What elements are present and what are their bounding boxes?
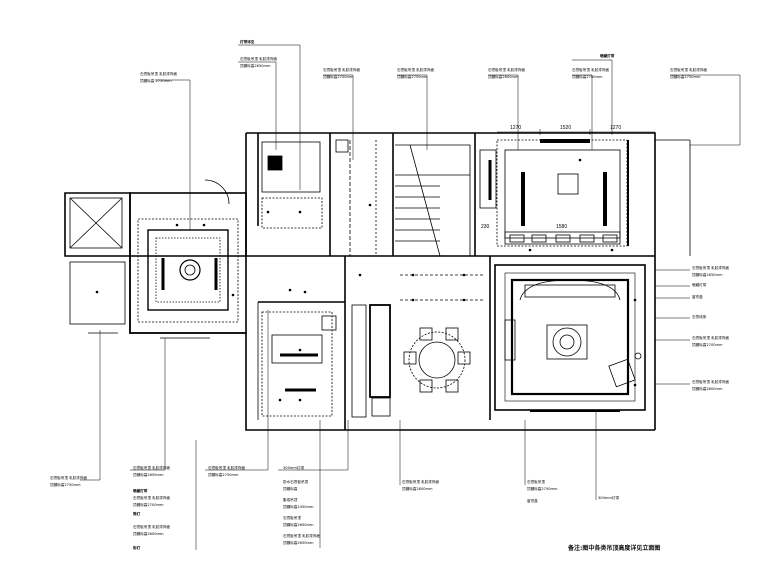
kitchen-dining xyxy=(257,274,485,420)
callout-note: 石膏板吊顶 乳胶漆饰面 xyxy=(572,68,610,72)
exterior-walls xyxy=(64,132,656,431)
dimension-line xyxy=(497,129,655,135)
callout-note: 石膏板吊顶 乳胶漆饰面 xyxy=(323,68,361,72)
callout-note: 石膏板吊顶 乳胶漆饰面 xyxy=(240,57,278,61)
callout-note: 顶棚标高2650mm xyxy=(240,64,271,68)
callout-note: 石膏板吊顶 乳胶漆饰面 xyxy=(670,68,708,72)
callout-note: 灯带详见 xyxy=(240,40,255,44)
upper-right-room xyxy=(496,139,691,256)
callout-note: 石膏板吊顶 xyxy=(283,516,301,520)
callout-note: 石膏板吊顶 乳胶漆饰面 xyxy=(692,336,730,340)
callout-note: 石膏板吊顶 乳胶漆饰面 xyxy=(50,476,88,480)
callout-note: 石膏板吊顶 乳胶漆饰面 xyxy=(692,380,730,384)
callout-note: 防水石膏板吊顶 xyxy=(283,480,309,484)
callout-note: 300mm灯带 xyxy=(283,466,305,470)
callout-note: 顶棚标高2700mm xyxy=(692,343,723,347)
callout-note: 顶棚标高2650mm xyxy=(283,541,314,545)
callout-note: 顶棚标高2650mm xyxy=(692,273,723,277)
callout-note: 石膏板吊顶 乳胶漆饰面 xyxy=(397,68,435,72)
living-room xyxy=(494,264,646,412)
dimension-label: 230 xyxy=(481,224,490,230)
callout-note: 石膏板吊顶 乳胶漆饰面 xyxy=(133,496,171,500)
callout-note: 窗帘盒 xyxy=(527,499,538,503)
callout-note: 顶棚标高2450mm xyxy=(283,505,314,509)
callout-note: 顶棚标高2750mm xyxy=(670,75,701,79)
callout-note: 暗藏灯带 xyxy=(600,54,615,58)
callout-note: 顶棚标高 xyxy=(283,487,298,491)
left-rooms xyxy=(69,179,239,339)
dimension-label: 1580 xyxy=(556,224,568,230)
callout-note: 石膏板吊顶 乳胶漆饰面 xyxy=(133,525,171,529)
callout-note: 射灯 xyxy=(133,546,141,550)
callout-note: 顶棚标高 2750mm xyxy=(140,79,172,83)
dimension-label: 1270 xyxy=(610,125,622,131)
callout-note: 300mm灯带 xyxy=(598,496,620,500)
callout-note: 暗藏灯带 xyxy=(692,283,707,287)
callout-note: 石膏板吊顶 乳胶漆饰面 xyxy=(488,68,526,72)
downlight-dots xyxy=(95,158,637,402)
callout-note: 石膏板吊顶 乳胶漆饰面 xyxy=(140,72,178,76)
leader-lines xyxy=(80,44,741,550)
callout-note: 顶棚标高2800mm xyxy=(402,487,433,491)
callout-note: 暗藏灯带 xyxy=(133,489,148,493)
callout-note: 筒灯 xyxy=(133,512,141,516)
drawing-caption: 备注:图中各类吊顶高度详见立面图 xyxy=(568,545,661,552)
dimension-label: 1520 xyxy=(560,125,572,131)
callout-note: 顶棚标高2750mm xyxy=(50,483,81,487)
callout-note: 顶棚标高2700mm xyxy=(572,75,603,79)
callout-note: 顶棚标高2750mm xyxy=(527,487,558,491)
callout-note: 石膏线条 xyxy=(692,315,707,319)
callout-note: 石膏板吊顶 乳胶漆饰面 xyxy=(402,480,440,484)
callout-note: 石膏板吊顶 xyxy=(527,480,545,484)
callout-note: 石膏板吊顶 乳胶漆饰面 xyxy=(133,466,171,470)
callout-note: 石膏板吊顶 乳胶漆饰面 xyxy=(283,534,321,538)
callout-note: 顶棚标高2750mm xyxy=(208,473,239,477)
dimension-label: 1270 xyxy=(510,125,522,131)
callout-note: 顶棚标高2600mm xyxy=(283,523,314,527)
callout-note: 顶棚标高2700mm xyxy=(323,75,354,79)
callout-note: 顶棚标高2650mm xyxy=(133,473,164,477)
callout-note: 顶棚标高2800mm xyxy=(692,387,723,391)
callout-note: 集成吊顶 xyxy=(283,498,298,502)
upper-middle-rooms xyxy=(261,139,497,257)
callout-note: 顶棚标高2600mm xyxy=(133,532,164,536)
callout-note: 顶棚标高2600mm xyxy=(488,75,519,79)
callout-note: 顶棚标高2700mm xyxy=(133,503,164,507)
callout-note: 窗帘盒 xyxy=(692,295,703,299)
callout-note: 石膏板吊顶 乳胶漆饰面 xyxy=(692,266,730,270)
callout-note: 顶棚标高2750mm xyxy=(397,75,428,79)
callout-note: 石膏板吊顶 乳胶漆饰面 xyxy=(208,466,246,470)
